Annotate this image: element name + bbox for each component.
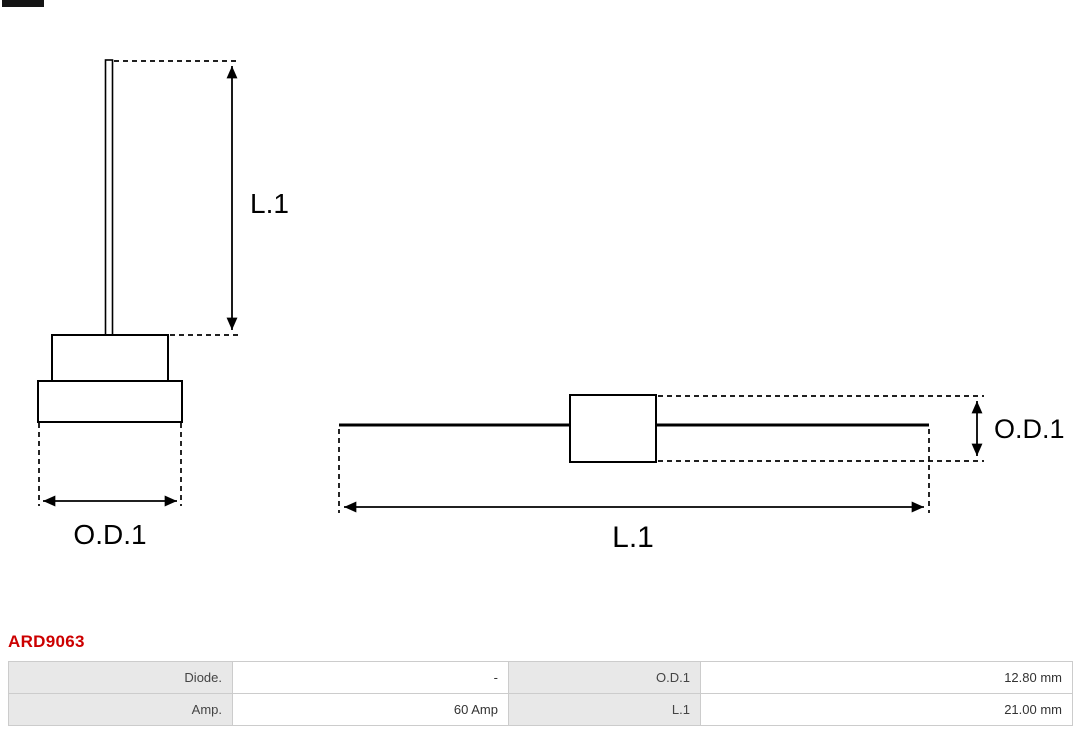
dimension-label-cell: L.1 xyxy=(508,693,701,726)
diode-lead-vertical xyxy=(104,59,114,336)
diode-technical-diagram: L.1 O.D.1 O.D.1 L.1 xyxy=(37,59,1065,554)
param-value-cell: 60 Amp xyxy=(232,693,509,726)
dimension-value-cell: 21.00 mm xyxy=(700,693,1073,726)
length-dimension-label: L.1 xyxy=(250,188,289,219)
dimension-label-cell: O.D.1 xyxy=(508,661,701,694)
horizontal-diode-view: O.D.1 L.1 xyxy=(338,394,1065,554)
diode-body-step xyxy=(51,334,169,382)
spec-table: Diode. - O.D.1 12.80 mm Amp. 60 Amp L.1 … xyxy=(8,661,1073,726)
param-label-cell: Amp. xyxy=(8,693,233,726)
length-dimension-label: L.1 xyxy=(612,521,654,554)
diameter-dimension-label: O.D.1 xyxy=(73,519,146,550)
vertical-diode-view: L.1 O.D.1 xyxy=(37,59,289,550)
diode-body-base xyxy=(37,380,183,423)
param-label-cell: Diode. xyxy=(8,661,233,694)
param-value-cell: - xyxy=(232,661,509,694)
diode-body xyxy=(569,394,657,463)
product-code: ARD9063 xyxy=(8,632,85,651)
spec-table-row: Amp. 60 Amp L.1 21.00 mm xyxy=(8,693,1073,726)
diameter-dimension-label: O.D.1 xyxy=(994,414,1065,444)
corner-mark xyxy=(2,0,44,7)
dimension-value-cell: 12.80 mm xyxy=(700,661,1073,694)
spec-table-row: Diode. - O.D.1 12.80 mm xyxy=(8,661,1073,694)
